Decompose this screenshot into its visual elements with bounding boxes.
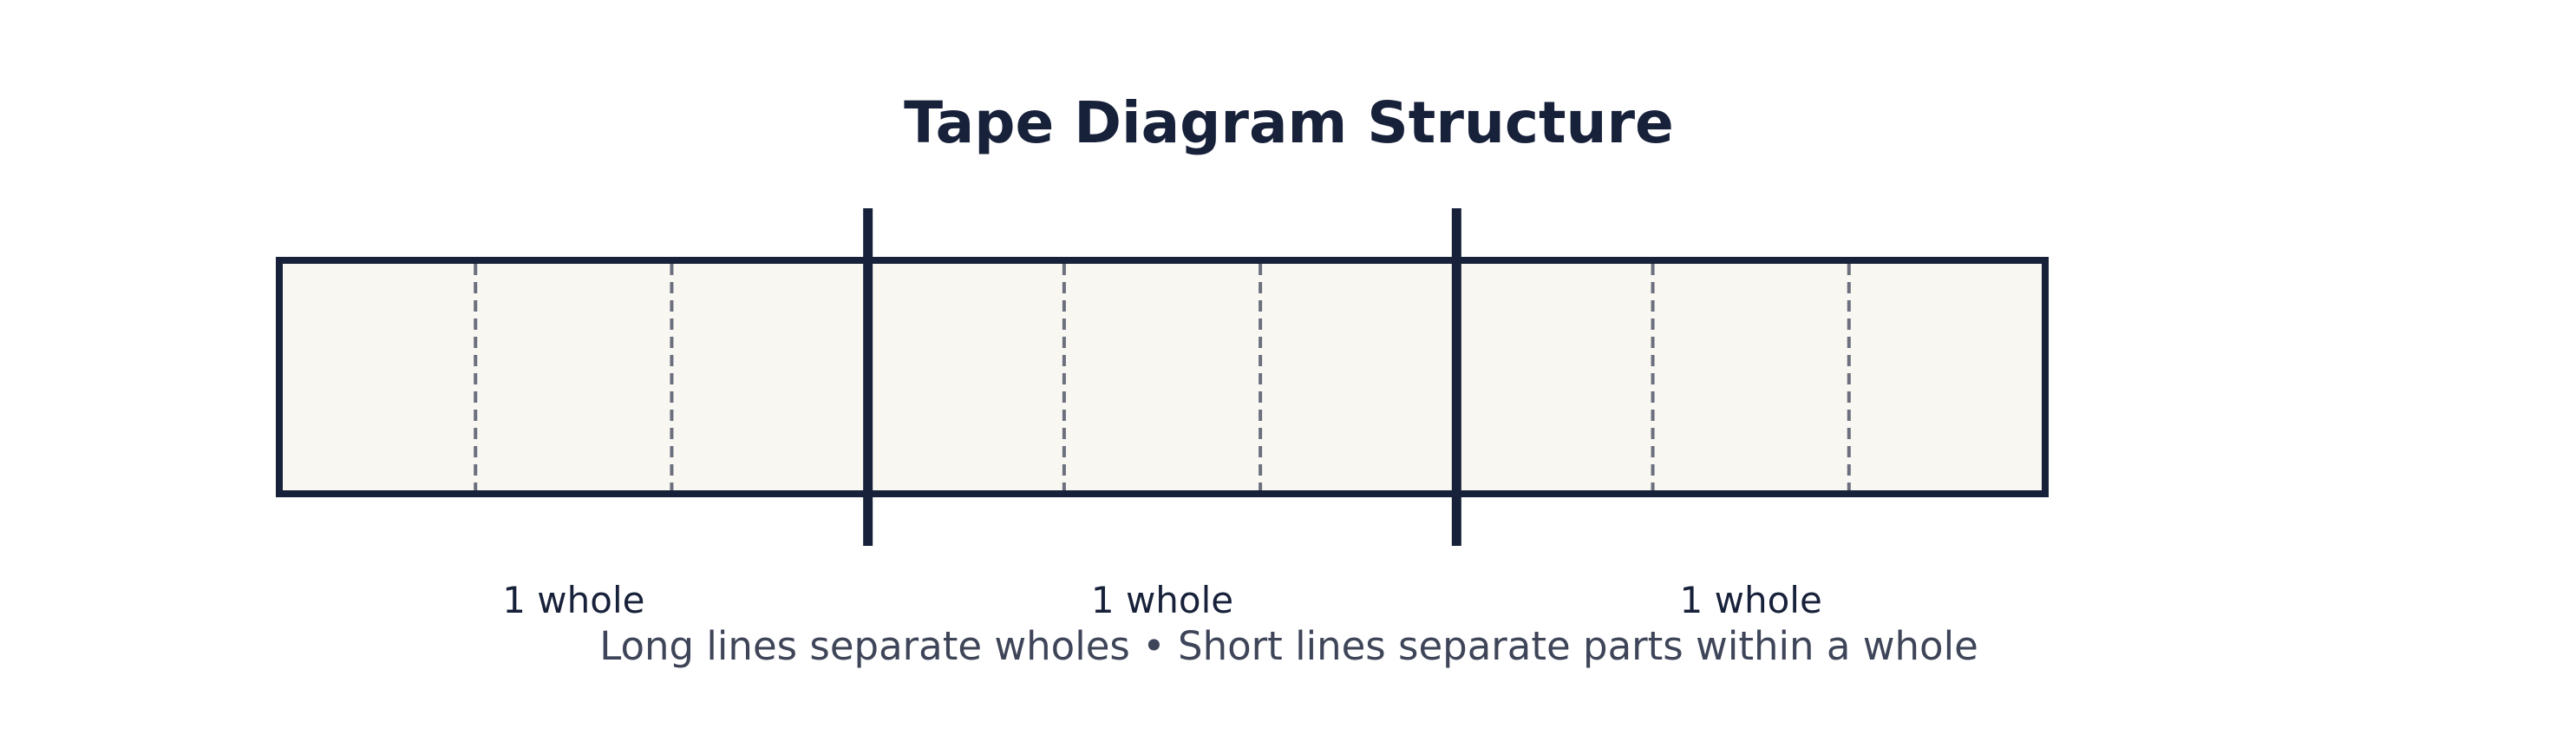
whole-label: 1 whole (1091, 579, 1233, 621)
tape-outline (276, 257, 2049, 497)
whole-dividers (863, 208, 1461, 546)
diagram-caption: Long lines separate wholes • Short lines… (599, 623, 1978, 669)
part-dividers (474, 264, 1851, 490)
whole-labels: 1 whole 1 whole 1 whole (502, 579, 1822, 621)
tape (276, 208, 2049, 546)
diagram-title: Tape Diagram Structure (904, 89, 1674, 156)
whole-label: 1 whole (502, 579, 644, 621)
whole-label: 1 whole (1680, 579, 1822, 621)
